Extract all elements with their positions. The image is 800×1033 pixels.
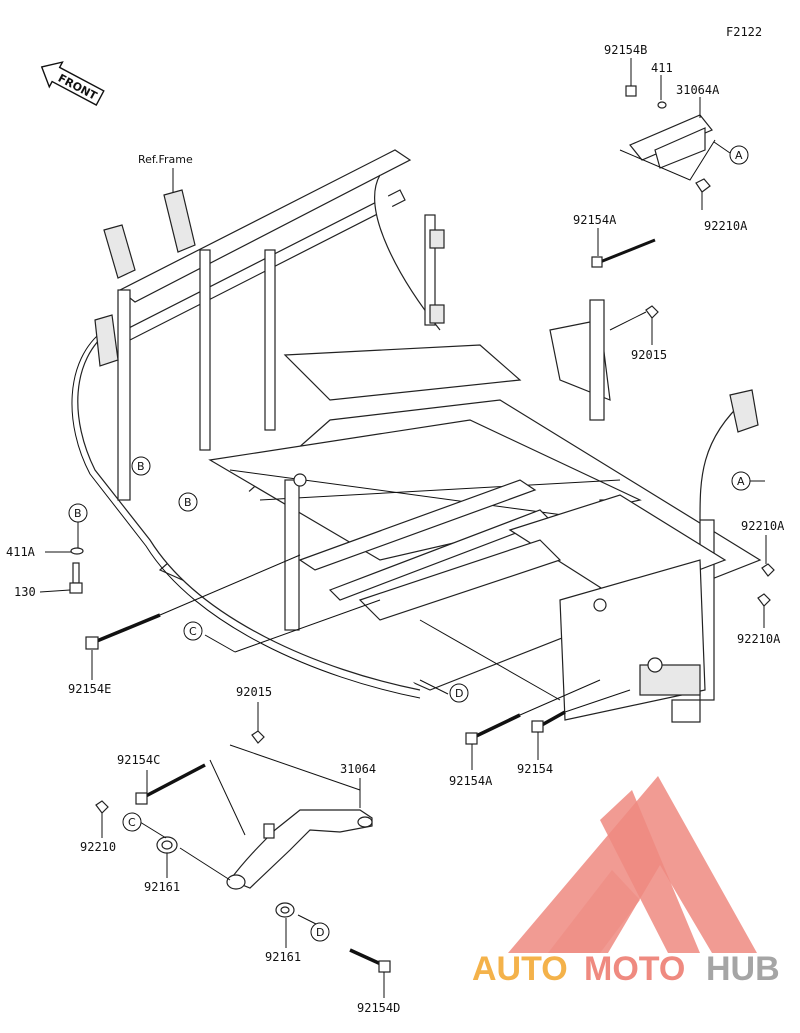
callout-D-detail: D	[310, 922, 330, 942]
callout-B-left-1: B	[131, 456, 151, 476]
leader-lines	[39, 58, 767, 998]
label-92154B: 92154B	[604, 43, 647, 57]
label-130: 130	[14, 585, 36, 599]
nut-92210A-top	[695, 178, 711, 193]
bracket-31064A	[619, 114, 716, 181]
callout-D-frame: D	[449, 683, 469, 703]
figure-code: F2122	[726, 25, 762, 39]
label-92210: 92210	[80, 840, 116, 854]
nut-92015-bottom	[251, 730, 265, 744]
bushing-92161-2	[275, 902, 295, 918]
front-arrow-icon: FRONT	[40, 61, 105, 106]
callout-B-left-2: B	[178, 492, 198, 512]
bolt-92154A-top	[591, 238, 656, 268]
svg-text:B: B	[184, 496, 192, 509]
label-31064A: 31064A	[676, 83, 720, 97]
bolt-92154B	[625, 85, 637, 97]
bolt-92154C	[135, 763, 206, 805]
callout-A-top: A	[729, 145, 749, 165]
callout-C-detail: C	[122, 812, 142, 832]
svg-text:B: B	[137, 460, 145, 473]
watermark-text-auto: AUTO	[472, 950, 568, 988]
main-frame	[71, 149, 762, 723]
svg-text:B: B	[74, 507, 82, 520]
label-92154A-bottom: 92154A	[449, 774, 493, 788]
label-92154E: 92154E	[68, 682, 111, 696]
bolt-130	[69, 562, 83, 594]
watermark-text-hub: HUB	[706, 950, 780, 988]
nut-92210	[95, 800, 109, 814]
svg-text:C: C	[189, 625, 197, 638]
label-92161-2: 92161	[265, 950, 301, 964]
svg-text:C: C	[128, 816, 136, 829]
svg-text:D: D	[455, 687, 463, 700]
label-31064: 31064	[340, 762, 376, 776]
bolt-92154E	[85, 613, 161, 650]
label-92154: 92154	[517, 762, 553, 776]
svg-text:A: A	[737, 475, 745, 488]
callout-B-detail: B	[68, 503, 88, 523]
washer-411A	[70, 547, 84, 555]
svg-text:A: A	[735, 149, 743, 162]
bolt-92154A-bottom	[465, 713, 521, 745]
label-411A: 411A	[6, 545, 36, 559]
arm-31064	[226, 809, 373, 890]
label-411: 411	[651, 61, 673, 75]
bolt-92154D	[349, 948, 391, 973]
callout-A-frame: A	[731, 471, 765, 491]
label-92210A-right-2: 92210A	[737, 632, 781, 646]
label-92015-top: 92015	[631, 348, 667, 362]
callout-C-frame: C	[183, 621, 203, 641]
label-92154D: 92154D	[357, 1001, 400, 1015]
label-92154C: 92154C	[117, 753, 160, 767]
svg-text:D: D	[316, 926, 324, 939]
label-92154A-top: 92154A	[573, 213, 617, 227]
nut-92210A-right-2	[757, 593, 771, 607]
bolt-92154	[531, 710, 566, 733]
label-92210A-right-1: 92210A	[741, 519, 785, 533]
label-92210A-top: 92210A	[704, 219, 748, 233]
washer-411	[657, 101, 667, 109]
nut-92210A-right-1	[761, 563, 775, 577]
label-92015-bottom: 92015	[236, 685, 272, 699]
bushing-92161-1	[156, 836, 178, 854]
nut-92015-top	[645, 305, 659, 319]
watermark-logo: AUTO MOTO HUB	[472, 776, 780, 988]
ref-frame-label: Ref.Frame	[138, 153, 193, 166]
watermark-text-moto: MOTO	[584, 950, 685, 988]
label-92161-1: 92161	[144, 880, 180, 894]
